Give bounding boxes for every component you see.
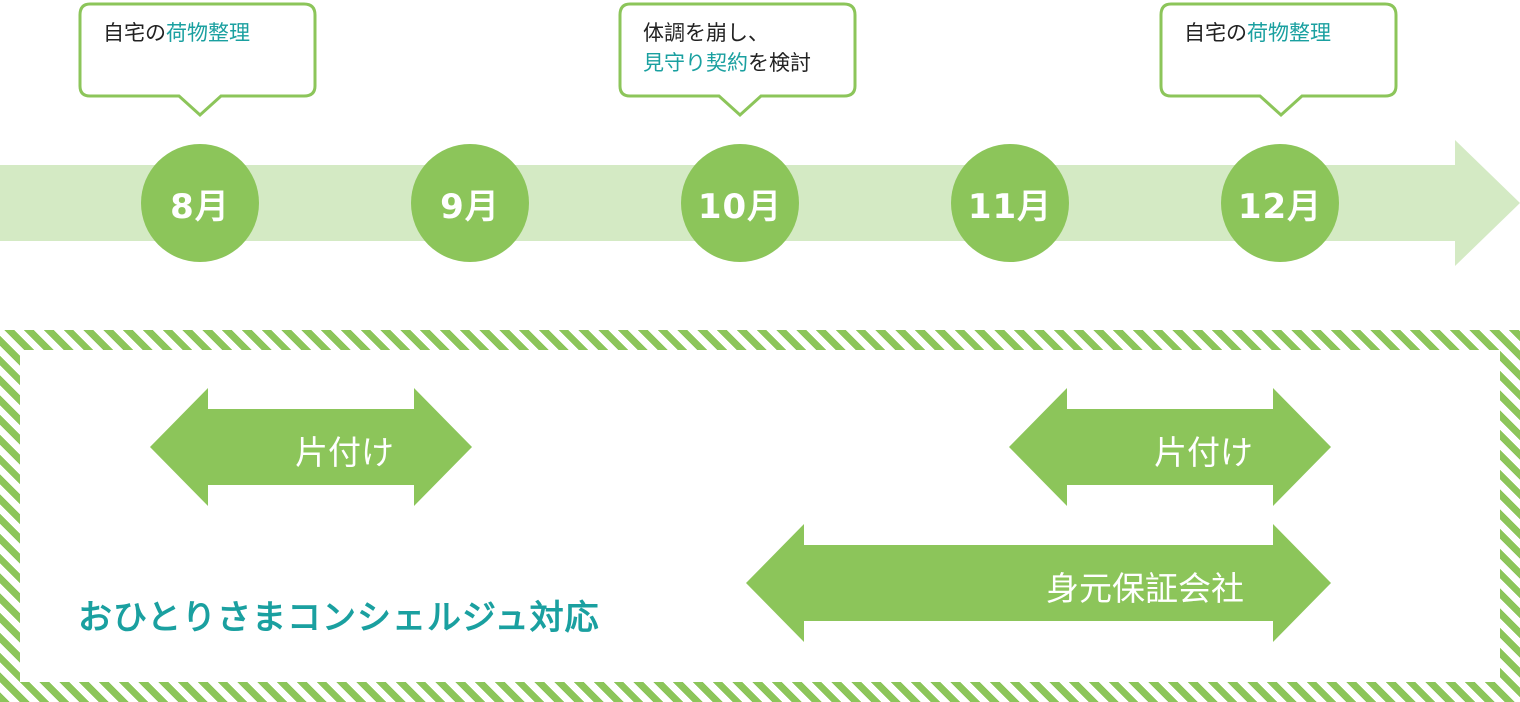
double-arrow-icon [746, 524, 1331, 642]
callout-august-plain: 自宅の [103, 21, 166, 45]
callout-october-text: 体調を崩し、 見守り契約を検討 [643, 18, 811, 78]
month-marker-aug: 8月 [141, 144, 259, 262]
katazuke-arrow-1-label: 片付け [295, 433, 394, 472]
katazuke-arrow-1: 片付け [150, 388, 472, 506]
callout-october: 体調を崩し、 見守り契約を検討 [618, 2, 858, 118]
callout-bubble-shape [78, 2, 317, 118]
callout-october-highlight: 見守り契約 [643, 51, 748, 75]
callout-august-text: 自宅の荷物整理 [103, 18, 250, 48]
double-arrow-icon [1009, 388, 1331, 506]
guarantor-arrow: 身元保証会社 [746, 524, 1331, 642]
callout-bubble-shape [618, 2, 857, 118]
katazuke-arrow-2: 片付け [1009, 388, 1331, 506]
month-marker-oct: 10月 [681, 144, 799, 262]
callout-december-highlight: 荷物整理 [1247, 21, 1331, 45]
callout-october-line1: 体調を崩し、 [643, 18, 811, 48]
timeline-arrowhead-icon [1455, 140, 1520, 266]
service-frame-inner [20, 350, 1500, 682]
month-marker-nov: 11月 [951, 144, 1069, 262]
guarantor-arrow-label: 身元保証会社 [1046, 569, 1244, 608]
callout-bubble-shape [1159, 2, 1398, 118]
month-marker-sep: 9月 [411, 144, 529, 262]
callout-august-highlight: 荷物整理 [166, 21, 250, 45]
service-frame [0, 330, 1520, 702]
callout-october-plain: 体調を崩し、 [643, 21, 769, 45]
katazuke-arrow-2-label: 片付け [1154, 433, 1253, 472]
service-title: おひとりさまコンシェルジュ対応 [78, 598, 600, 638]
double-arrow-icon [150, 388, 472, 506]
callout-october-line2: 見守り契約を検討 [643, 48, 811, 78]
callout-august: 自宅の荷物整理 [78, 2, 318, 118]
callout-december-plain: 自宅の [1184, 21, 1247, 45]
callout-december-text: 自宅の荷物整理 [1184, 18, 1331, 48]
callout-december: 自宅の荷物整理 [1159, 2, 1399, 118]
month-marker-dec: 12月 [1221, 144, 1339, 262]
callout-october-plain-2: を検討 [748, 51, 811, 75]
